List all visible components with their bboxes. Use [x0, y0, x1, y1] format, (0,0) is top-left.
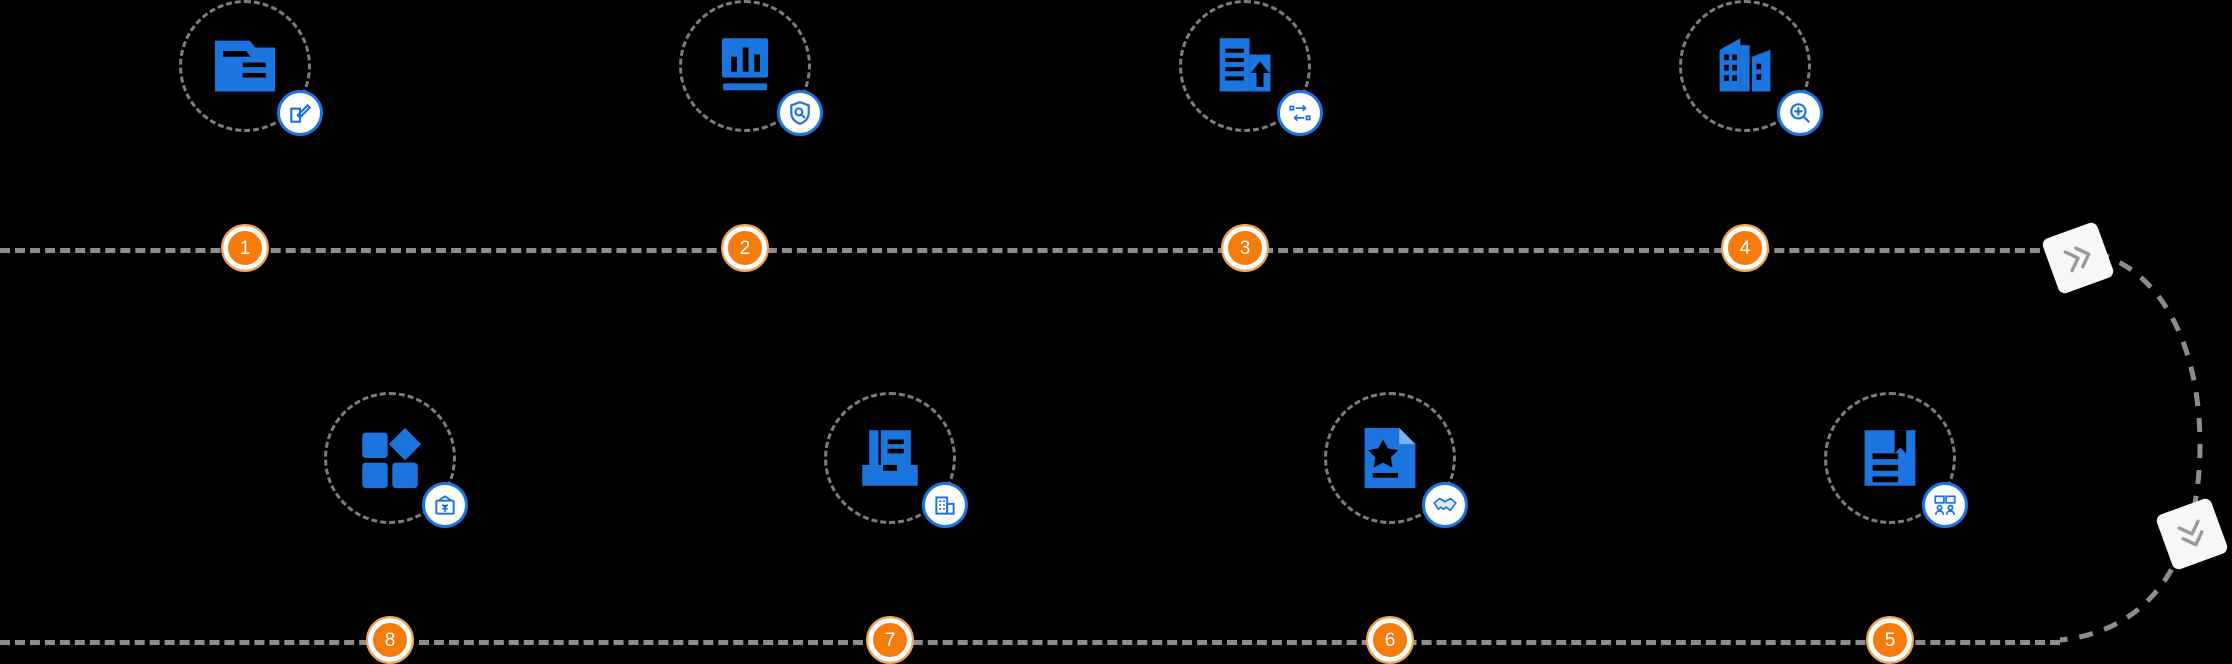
step-marker-2[interactable]: 2: [721, 224, 769, 272]
node-dashed-ring: [679, 0, 811, 132]
step-node-3[interactable]: [1179, 0, 1323, 136]
step-marker-8[interactable]: 8: [366, 616, 414, 664]
timeline-rail-bottom: [0, 640, 2060, 645]
video-meeting-icon: [1922, 482, 1968, 528]
step-node-5[interactable]: [1824, 392, 1968, 528]
bookmark-document-icon: [1853, 421, 1927, 495]
step-marker-4[interactable]: 4: [1721, 224, 1769, 272]
data-exchange-arrows-icon: [1277, 90, 1323, 136]
chevron-down-tile: [2154, 496, 2230, 572]
city-buildings-icon: [1708, 29, 1782, 103]
shield-search-icon: [777, 90, 823, 136]
curved-connector: [2059, 245, 2203, 643]
step-marker-5[interactable]: 5: [1866, 616, 1914, 664]
double-chevron-down-icon: [2177, 519, 2204, 547]
step-node-4[interactable]: [1679, 0, 1823, 136]
node-dashed-ring: [179, 0, 311, 132]
grid-diamond-blocks-icon: [353, 421, 427, 495]
document-upload-icon: [1208, 29, 1282, 103]
step-node-8[interactable]: [324, 392, 468, 528]
node-dashed-ring: [1179, 0, 1311, 132]
money-bag-yen-icon: [422, 482, 468, 528]
step-marker-1[interactable]: 1: [221, 224, 269, 272]
node-dashed-ring: [1679, 0, 1811, 132]
step-node-1[interactable]: [179, 0, 323, 136]
step-marker-6[interactable]: 6: [1366, 616, 1414, 664]
certificate-star-document-icon: [1353, 421, 1427, 495]
step-node-2[interactable]: [679, 0, 823, 136]
chevron-right-tile: [2040, 220, 2116, 296]
timeline-rail-top: [0, 248, 2070, 253]
building-icon: [922, 482, 968, 528]
handshake-icon: [1422, 482, 1468, 528]
folder-document-icon: [208, 29, 282, 103]
node-dashed-ring: [324, 392, 456, 524]
node-dashed-ring: [1824, 392, 1956, 524]
step-node-7[interactable]: [824, 392, 968, 528]
step-node-6[interactable]: [1324, 392, 1468, 528]
node-dashed-ring: [1324, 392, 1456, 524]
step-marker-7[interactable]: 7: [866, 616, 914, 664]
double-chevron-right-icon: [2063, 246, 2091, 273]
step-marker-3[interactable]: 3: [1221, 224, 1269, 272]
bar-chart-report-icon: [708, 29, 782, 103]
magnifier-plus-icon: [1777, 90, 1823, 136]
edit-square-icon: [277, 90, 323, 136]
document-tray-icon: [853, 421, 927, 495]
node-dashed-ring: [824, 392, 956, 524]
